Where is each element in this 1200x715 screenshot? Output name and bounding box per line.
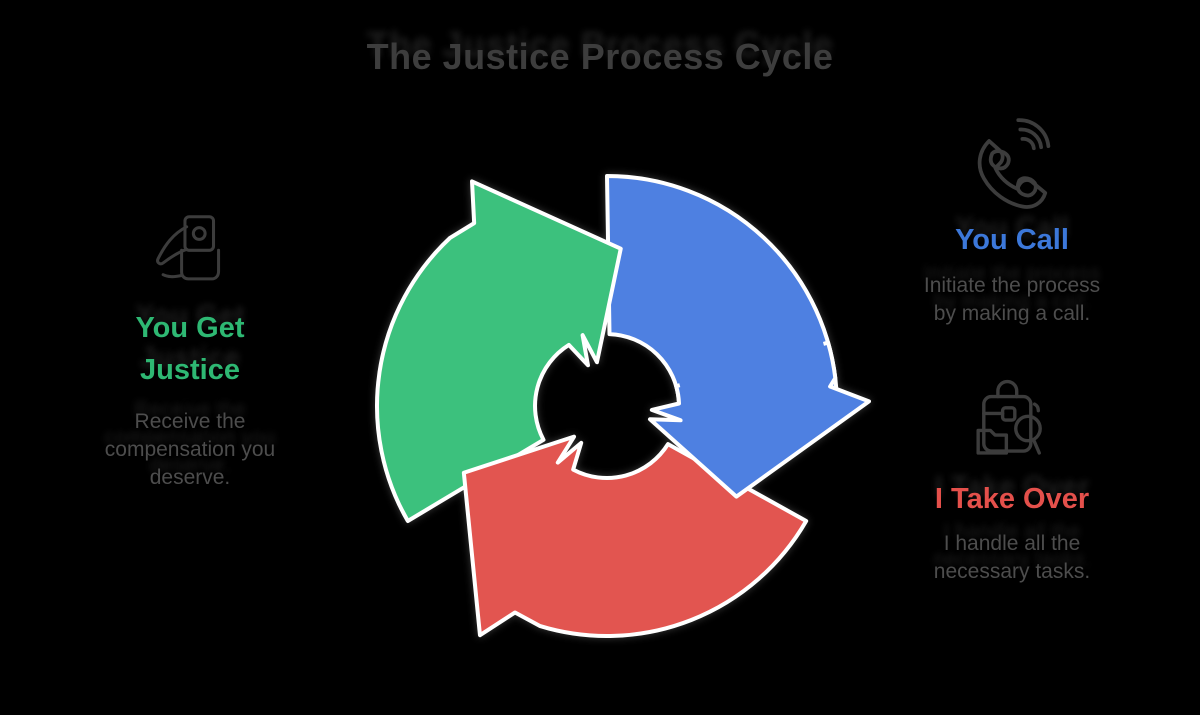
clipboard-magnifier-icon <box>965 374 1059 468</box>
phone-call-signal-icon <box>960 116 1064 220</box>
section-description-i-take-over: I handle all the necessary tasks. <box>933 532 1091 583</box>
section-title-you-call: You Call <box>955 224 1069 256</box>
hand-stamp-icon <box>148 210 232 294</box>
section-description-you-get-justice: Receive the compensation you deserve. <box>104 410 276 489</box>
page-title: The Justice Process Cycle <box>366 36 834 77</box>
section-i-take-over: I Take Over I handle all the necessary t… <box>882 374 1142 586</box>
section-you-call: You Call Initiate the process by making … <box>882 116 1142 328</box>
section-title-i-take-over: I Take Over <box>934 483 1090 515</box>
section-you-get-justice: You Get Justice Receive the compensation… <box>62 210 318 492</box>
section-description-you-call: Initiate the process by making a call. <box>923 274 1101 325</box>
cycle-arrows-group <box>332 131 871 681</box>
justice-cycle-diagram <box>332 131 871 681</box>
section-title-you-get-justice: You Get Justice <box>135 312 245 386</box>
cycle-arrow-blue-seam-patch <box>678 328 830 393</box>
